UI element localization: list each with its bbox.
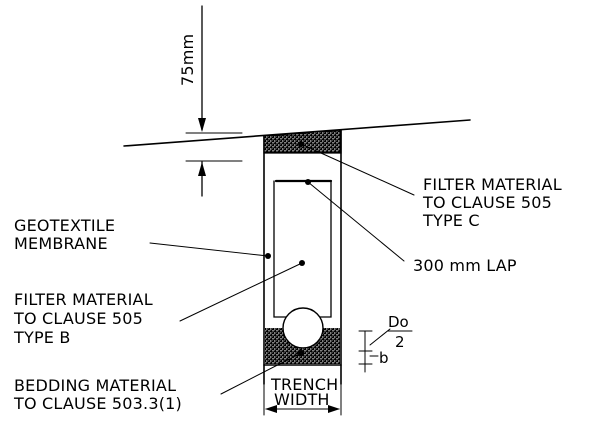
svg-text:TO CLAUSE 505: TO CLAUSE 505 xyxy=(13,309,143,328)
svg-text:TO CLAUSE 505: TO CLAUSE 505 xyxy=(422,193,552,212)
pipe-depth-dimension xyxy=(358,328,391,373)
svg-text:TYPE C: TYPE C xyxy=(422,211,480,230)
label-filter-type-c: FILTER MATERIAL TO CLAUSE 505 TYPE C xyxy=(422,175,562,230)
label-300mm-lap: 300 mm LAP xyxy=(413,256,517,275)
svg-text:FILTER MATERIAL: FILTER MATERIAL xyxy=(423,175,562,194)
label-filter-type-b: FILTER MATERIAL TO CLAUSE 505 TYPE B xyxy=(13,290,153,347)
leader-bedding xyxy=(220,352,302,395)
leader-filter-b xyxy=(179,262,303,322)
leader-filter-c xyxy=(300,143,415,196)
svg-text:FILTER MATERIAL: FILTER MATERIAL xyxy=(14,290,153,309)
svg-text:TO CLAUSE 503.3(1): TO CLAUSE 503.3(1) xyxy=(13,394,182,413)
dimension-label: 75mm xyxy=(178,34,197,86)
do-label: Do xyxy=(388,313,409,331)
svg-text:MEMBRANE: MEMBRANE xyxy=(14,234,108,253)
trench-width-dimension xyxy=(263,379,342,416)
leader-geotextile xyxy=(149,242,269,257)
trench-width-line2: WIDTH xyxy=(274,390,330,409)
pipe xyxy=(282,307,324,349)
svg-text:BEDDING MATERIAL: BEDDING MATERIAL xyxy=(14,376,176,395)
dimension-75mm: 75mm xyxy=(178,5,243,197)
leader-lap xyxy=(307,181,405,262)
half-label: 2 xyxy=(395,333,405,351)
svg-text:GEOTEXTILE: GEOTEXTILE xyxy=(14,216,115,235)
label-geotextile-membrane: GEOTEXTILE MEMBRANE xyxy=(14,216,115,253)
geotextile-membrane xyxy=(273,180,332,318)
svg-text:TYPE B: TYPE B xyxy=(13,328,71,347)
label-bedding-material: BEDDING MATERIAL TO CLAUSE 503.3(1) xyxy=(13,376,182,413)
trench-width-line1: TRENCH xyxy=(270,375,338,394)
b-label: b xyxy=(379,349,389,367)
